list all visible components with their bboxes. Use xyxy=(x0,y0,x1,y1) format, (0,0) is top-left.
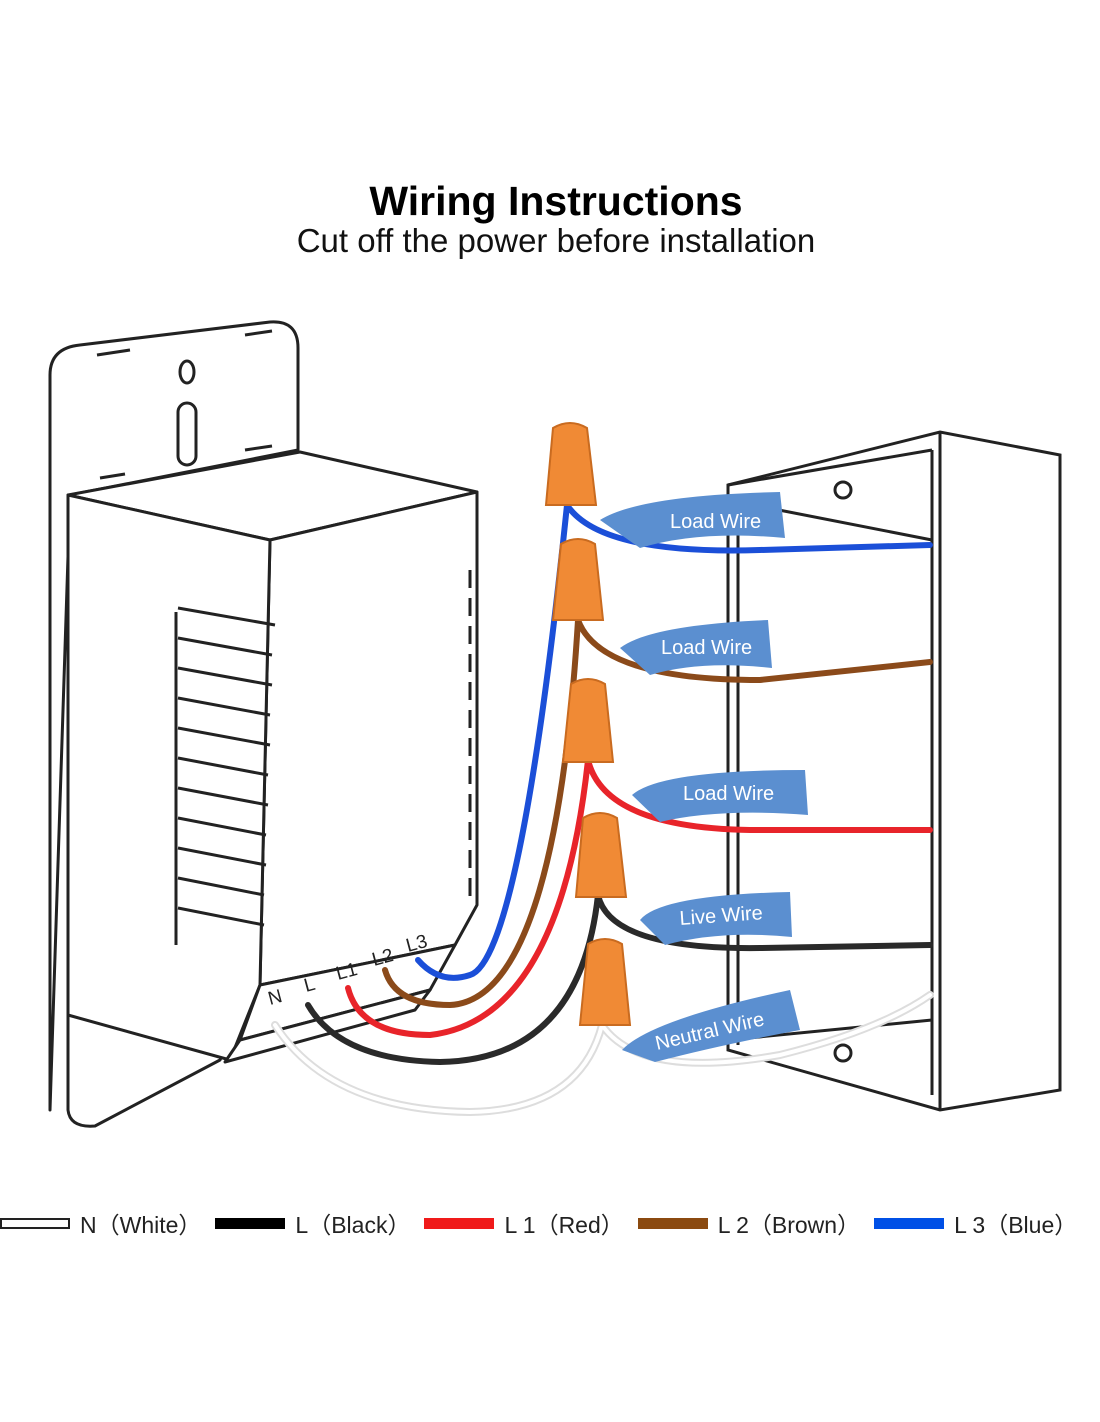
legend-swatch-red xyxy=(424,1217,495,1229)
wire-nut-1 xyxy=(544,422,598,506)
wire-nut-5 xyxy=(578,938,632,1026)
wire-nut-2 xyxy=(551,538,605,621)
legend-swatch-brown xyxy=(637,1217,708,1229)
terminal-l: L xyxy=(302,974,318,997)
wire-label-banners xyxy=(600,492,808,1062)
legend-item-l3: L 3（Blue） xyxy=(874,1206,1077,1240)
label-load-l2: Load Wire xyxy=(661,637,752,659)
legend-item-live: L（Black） xyxy=(215,1206,410,1240)
legend-item-l2: L 2（Brown） xyxy=(637,1206,861,1240)
legend-item-neutral: N（White） xyxy=(0,1206,201,1240)
legend-item-l1: L 1（Red） xyxy=(424,1206,624,1240)
wire-l2 xyxy=(382,618,933,1009)
wire-nut-3 xyxy=(561,678,615,763)
terminal-labels: N L L1 L2 L3 xyxy=(266,931,430,1010)
legend-label: L 1（Red） xyxy=(504,1212,624,1238)
wire-nut-4 xyxy=(574,812,628,898)
smart-switch xyxy=(48,320,479,1128)
legend-label: N（White） xyxy=(80,1212,202,1238)
legend-swatch-white xyxy=(0,1217,70,1229)
legend-swatch-black xyxy=(215,1217,286,1229)
legend-label: L 3（Blue） xyxy=(954,1212,1078,1238)
vent-slots xyxy=(174,570,472,945)
legend-label: L 2（Brown） xyxy=(717,1212,861,1238)
terminal-n: N xyxy=(266,986,285,1010)
legend-label: L（Black） xyxy=(295,1212,411,1238)
wire-live xyxy=(305,894,933,1066)
page-subtitle: Cut off the power before installation xyxy=(296,222,816,259)
legend: N（White） L（Black） L 1（Red） L 2（Brown） L … xyxy=(0,1206,1100,1240)
label-load-l1: Load Wire xyxy=(683,783,774,805)
wire-l1 xyxy=(345,759,933,1039)
junction-box xyxy=(726,430,1062,1112)
page-title: Wiring Instructions xyxy=(369,178,743,224)
label-load-l3: Load Wire xyxy=(670,511,761,533)
wire-connectors xyxy=(544,422,632,1026)
legend-swatch-blue xyxy=(874,1217,945,1229)
